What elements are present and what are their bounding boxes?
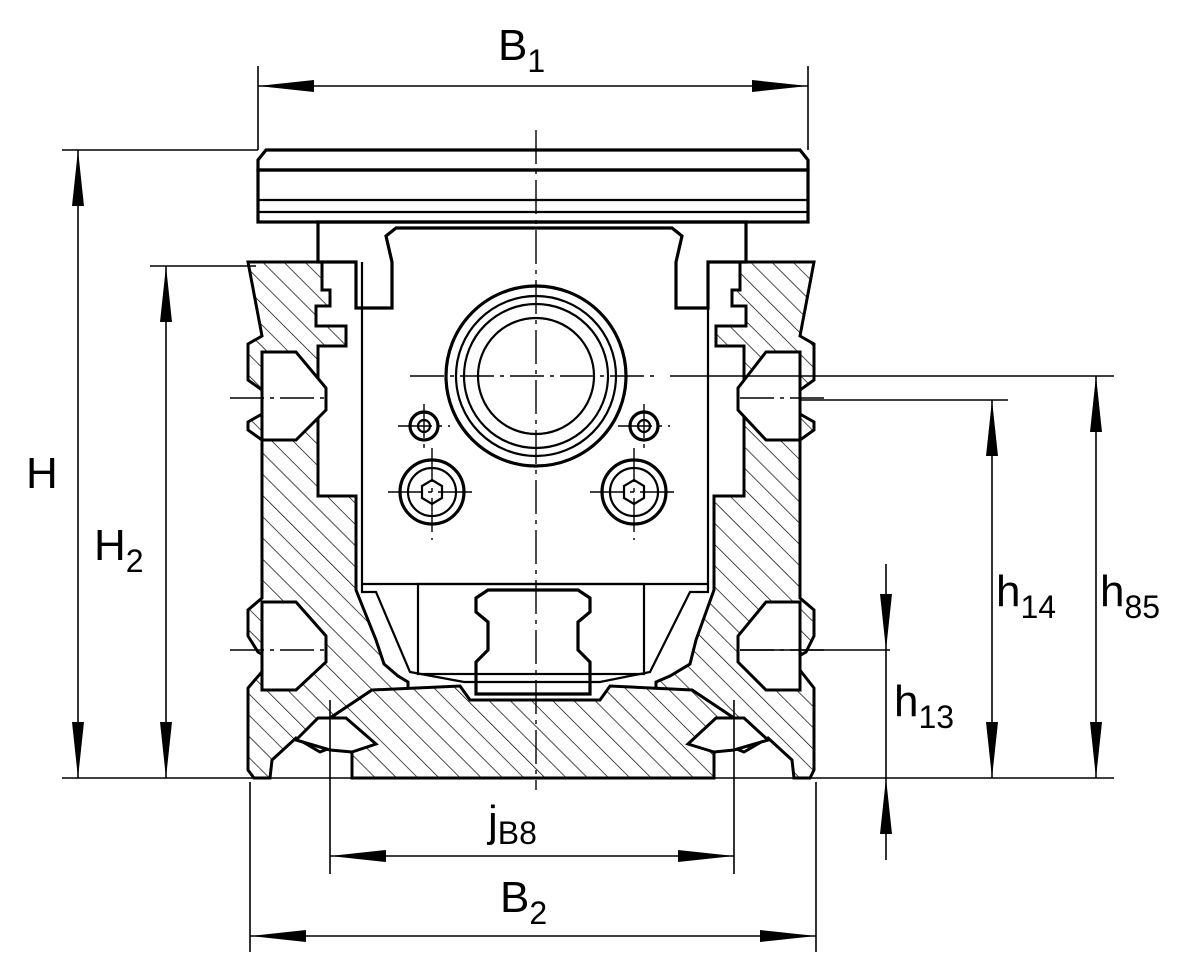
carriage-body <box>316 220 748 684</box>
label-h85: h85 <box>1100 567 1160 625</box>
guide-rail <box>474 588 592 696</box>
top-plate <box>256 148 810 224</box>
left-upper-t-slot <box>260 350 328 442</box>
label-b1: B1 <box>498 21 545 79</box>
left-lower-t-slot <box>260 600 328 692</box>
right-lower-t-slot <box>736 600 802 692</box>
label-h13: h13 <box>894 677 954 735</box>
label-b2: B2 <box>500 873 547 931</box>
label-h2: H2 <box>94 521 144 579</box>
label-jb8: jB8 <box>486 797 537 851</box>
label-h: H <box>26 449 58 498</box>
right-upper-t-slot <box>736 350 802 442</box>
dimension-lines <box>62 66 1114 952</box>
profile-body <box>246 260 816 780</box>
label-h14: h14 <box>996 567 1056 625</box>
dimension-labels: B1 H H2 h14 h85 h13 jB8 B2 <box>26 21 1160 931</box>
fastening-screws <box>398 410 668 526</box>
profile-bottom-web <box>328 684 736 780</box>
